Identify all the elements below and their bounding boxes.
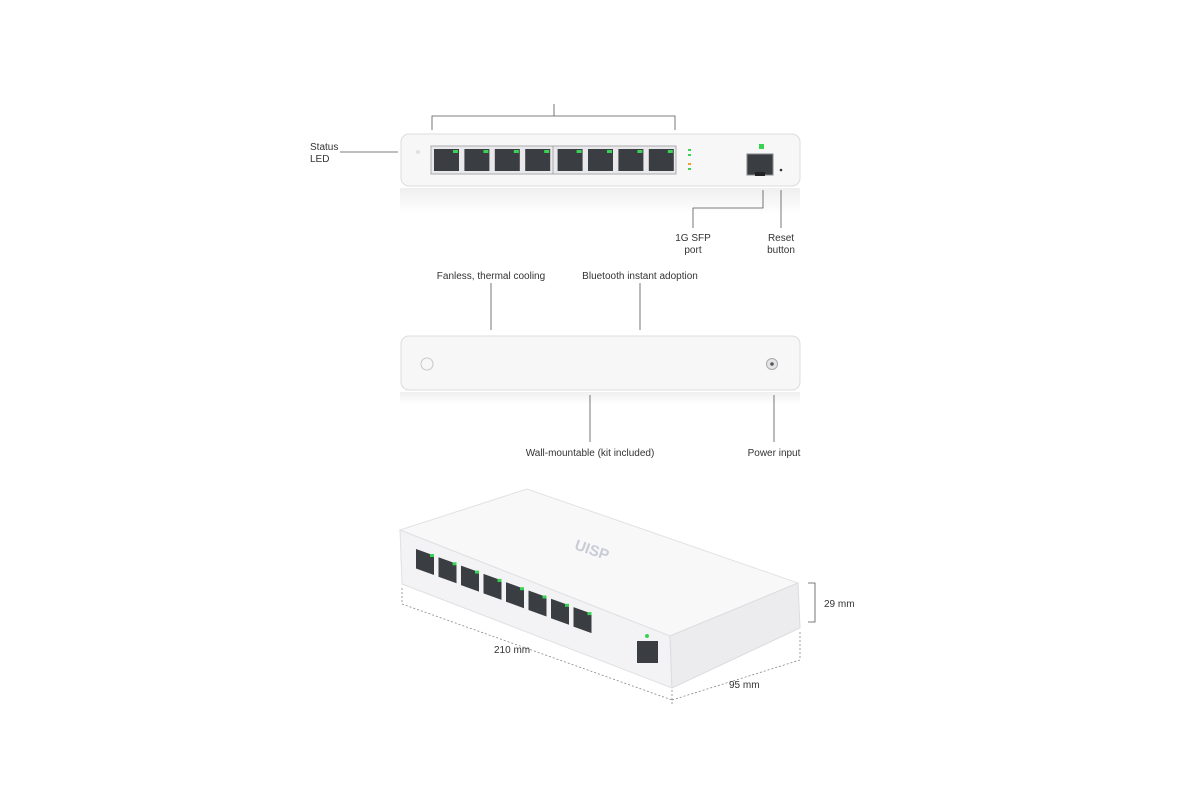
rj45-port bbox=[464, 149, 490, 171]
iso-rj45-port bbox=[438, 557, 457, 584]
fanless-label: Fanless, thermal cooling bbox=[437, 271, 545, 282]
iso-rj45-port bbox=[551, 598, 569, 625]
isometric-view: UISP 29 mm 210 mm 95 mm bbox=[398, 488, 855, 704]
reset-label: Reset bbox=[768, 233, 794, 244]
iso-port-led-icon bbox=[497, 578, 502, 582]
rj45-port bbox=[618, 149, 644, 171]
iso-port-led-icon bbox=[520, 587, 524, 591]
iso-sfp-port bbox=[637, 641, 658, 663]
port-leds bbox=[688, 149, 691, 170]
status-led-icon bbox=[416, 150, 420, 154]
rj45-port bbox=[588, 149, 613, 171]
iso-rj45-port bbox=[483, 573, 502, 600]
bluetooth-label: Bluetooth instant adoption bbox=[582, 271, 698, 282]
status-led-label-2: LED bbox=[310, 154, 329, 165]
iso-port-led-icon bbox=[452, 562, 457, 566]
port-led-icon bbox=[667, 150, 673, 153]
port-led-icon bbox=[637, 150, 643, 153]
reset-label-2: button bbox=[767, 245, 795, 256]
reset-button-icon[interactable] bbox=[779, 168, 783, 172]
iso-port-led-icon bbox=[587, 612, 592, 616]
bluetooth-badge-icon bbox=[420, 357, 434, 371]
wall-mount-label: Wall-mountable (kit included) bbox=[526, 448, 655, 459]
iso-rj45-port bbox=[461, 565, 479, 592]
iso-rj45-port bbox=[573, 607, 592, 634]
port-led-icon bbox=[453, 150, 458, 153]
sfp-label: 1G SFP bbox=[675, 233, 711, 244]
width-label: 210 mm bbox=[494, 645, 530, 656]
port-led-icon bbox=[607, 150, 612, 153]
iso-port-led-icon bbox=[430, 554, 434, 557]
iso-rj45-port bbox=[416, 549, 434, 575]
port-led-icon bbox=[513, 150, 519, 153]
sfp-led-icon bbox=[759, 144, 764, 149]
iso-rj45-port bbox=[506, 582, 524, 609]
rj45-port bbox=[494, 149, 520, 171]
iso-port-led-icon bbox=[542, 595, 547, 599]
iso-rj45-port bbox=[528, 590, 547, 617]
rj45-port bbox=[557, 149, 583, 171]
status-led-label: Status bbox=[310, 142, 338, 153]
rj45-port bbox=[434, 149, 459, 171]
power-label: Power input bbox=[748, 448, 801, 459]
sfp-label-2: port bbox=[684, 245, 701, 256]
iso-sfp-led-icon bbox=[645, 634, 649, 638]
rj45-port bbox=[525, 149, 551, 171]
rj45-port bbox=[648, 149, 674, 171]
iso-port-led-icon bbox=[475, 570, 479, 574]
switch-side-face bbox=[669, 582, 801, 689]
iso-port-led-icon bbox=[565, 603, 569, 607]
depth-label: 95 mm bbox=[729, 680, 760, 691]
switch-back-body bbox=[400, 335, 801, 391]
sfp-port bbox=[746, 153, 774, 176]
height-label: 29 mm bbox=[824, 599, 855, 610]
back-view: Fanless, thermal cooling Bluetooth insta… bbox=[400, 271, 801, 459]
port-led-icon bbox=[483, 150, 489, 153]
port-led-icon bbox=[576, 150, 582, 153]
port-led-icon bbox=[544, 150, 550, 153]
front-view: Status LED 1G SFP port Reset button bbox=[310, 104, 801, 256]
